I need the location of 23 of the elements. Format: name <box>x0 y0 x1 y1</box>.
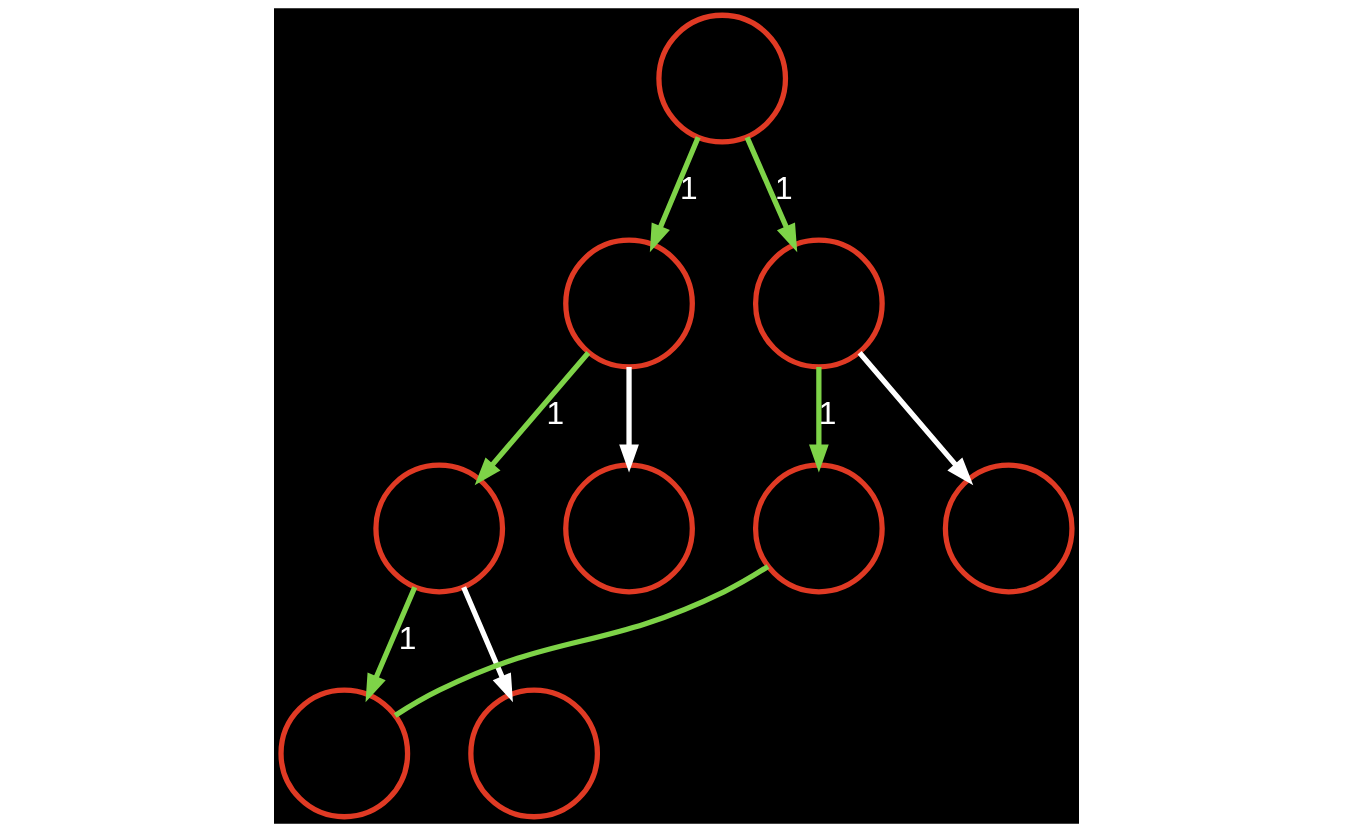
arrow <box>474 351 590 486</box>
arrow <box>744 136 797 253</box>
node-circle <box>752 462 885 595</box>
arrow <box>365 586 417 703</box>
edge-label: 1 <box>545 394 564 431</box>
node-circle <box>562 462 695 595</box>
node-circle <box>467 687 600 820</box>
arrow <box>618 366 639 473</box>
node-circle <box>277 687 410 820</box>
node-circle <box>372 462 505 595</box>
arrow <box>857 351 973 486</box>
edge-label: 1 <box>679 169 698 206</box>
node-circle <box>562 237 695 370</box>
edge-label: 1 <box>398 619 416 656</box>
edge-label: 1 <box>774 169 793 206</box>
node-circle <box>942 462 1075 595</box>
arrow <box>649 136 701 253</box>
node-circle <box>752 237 885 370</box>
connector <box>393 564 769 718</box>
arrow <box>808 366 829 473</box>
node-circle <box>655 12 788 145</box>
edge-label: 1 <box>818 394 836 431</box>
arrow <box>460 586 513 703</box>
